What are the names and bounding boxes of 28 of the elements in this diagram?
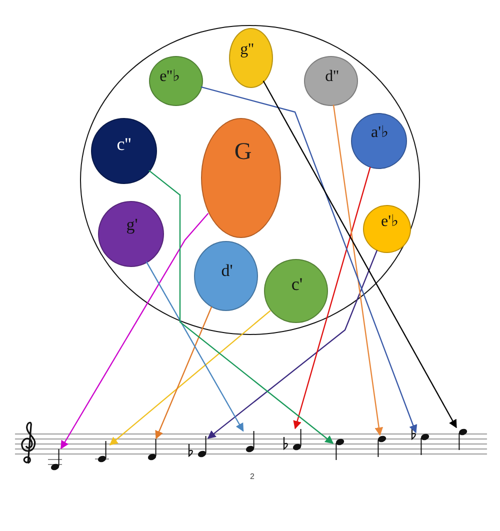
- note-ellipse: [91, 118, 157, 184]
- arrow: [200, 86, 418, 434]
- note-ellipse: [363, 205, 411, 253]
- note-name: g': [126, 216, 138, 232]
- note-ellipse: [149, 56, 203, 106]
- arrow: [148, 170, 334, 444]
- arrow: [293, 166, 371, 430]
- note-name: G: [234, 140, 252, 164]
- note-name: e'♭: [381, 214, 399, 230]
- arrow: [60, 213, 209, 450]
- page-number: 2: [250, 472, 254, 481]
- arrow: [155, 306, 212, 440]
- note-name: a'♭: [371, 125, 389, 141]
- arrow: [262, 80, 457, 428]
- note-name: d'': [325, 69, 339, 85]
- arrow: [109, 310, 271, 446]
- arrow: [332, 104, 384, 436]
- outline-circle: [80, 25, 420, 335]
- note-name: c': [291, 275, 303, 293]
- note-name: c'': [116, 135, 132, 153]
- note-name: g'': [240, 42, 254, 58]
- arrow: [207, 250, 378, 439]
- arrow: [146, 261, 244, 432]
- note-ellipse: [304, 56, 358, 106]
- note-name: e''♭: [160, 69, 180, 85]
- note-ellipse: [264, 259, 328, 323]
- note-ellipse: [229, 28, 273, 88]
- note-name: d': [221, 262, 233, 278]
